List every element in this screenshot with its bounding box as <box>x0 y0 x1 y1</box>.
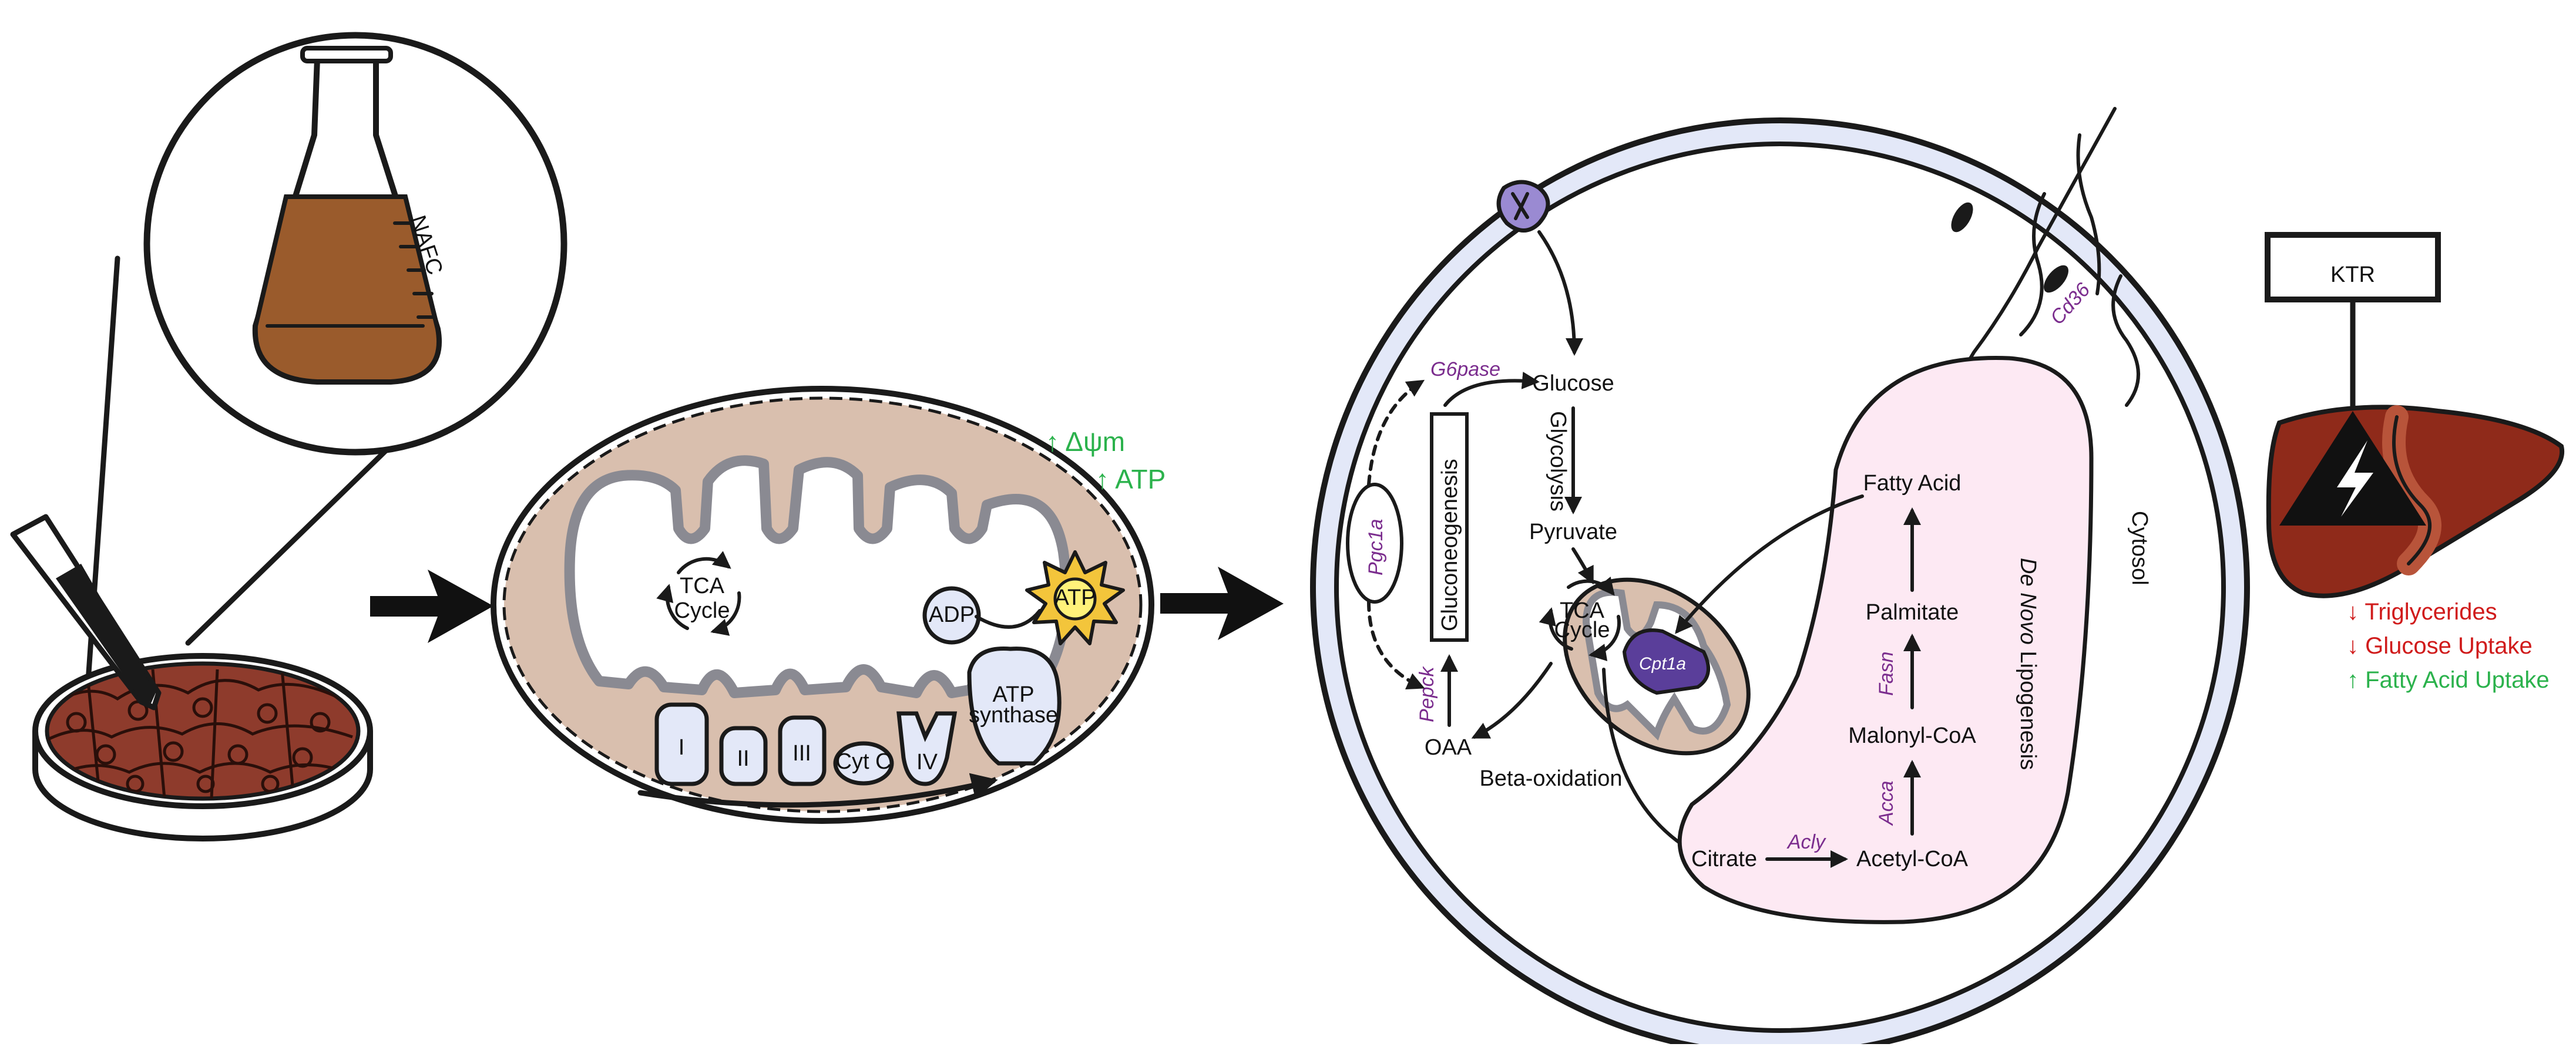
ktr-sign <box>2265 232 2441 302</box>
citrate-label: Citrate <box>1691 847 1757 871</box>
g6pase-label: G6pase <box>1430 358 1500 381</box>
cyt-c <box>833 741 894 786</box>
pgc1a-node <box>1346 483 1403 604</box>
culture-panel: NAFC <box>10 32 567 841</box>
complex-iv-label: IV <box>916 750 938 775</box>
pyruvate-label: Pyruvate <box>1529 520 1617 544</box>
fatty-acid-label: Fatty Acid <box>1863 471 1962 496</box>
cell-tca-label-1: TCA <box>1560 598 1605 623</box>
arrow-right-icon <box>1160 567 1284 640</box>
malonyl-coa-label: Malonyl-CoA <box>1848 723 1976 748</box>
palmitate-label: Palmitate <box>1866 600 1959 625</box>
glucose-import-arrow <box>1537 230 1583 356</box>
adp-atp-link <box>975 609 1042 629</box>
pepck-label: Pepck <box>1416 666 1438 722</box>
liver-panel: KTR ↓ Triglycerides ↓ Glucose Uptake ↑ F… <box>2265 232 2565 693</box>
adp-label: ADP <box>929 602 975 627</box>
cell-tca-label-2: Cycle <box>1554 618 1610 642</box>
cpt1a-label: Cpt1a <box>1639 654 1686 674</box>
hepatocyte-panel: Cd36 Glucose Glycolysis Pyruvate Glucone… <box>1310 107 2250 1047</box>
lipogenesis-label-italic: De Novo <box>2016 558 2040 645</box>
acetyl-coa-label: Acetyl-CoA <box>1856 847 1969 871</box>
acly-label: Acly <box>1786 831 1826 853</box>
flask-zoom-circle: NAFC <box>143 32 567 456</box>
atp-label: ATP <box>1054 585 1096 610</box>
complex-iii <box>778 715 827 786</box>
gng-to-glucose-arrow <box>1443 371 1540 407</box>
lightning-icon <box>2337 440 2373 517</box>
complex-iii-label: III <box>792 741 811 766</box>
acca-label: Acca <box>1875 780 1897 826</box>
mito-effect-atp: ↑ ATP <box>1096 464 1166 494</box>
atp-star-icon <box>1025 550 1125 645</box>
adp-node <box>922 586 981 645</box>
pgc1a-g6pase-arrow <box>1367 379 1425 486</box>
pipette-icon <box>10 514 162 711</box>
lipogenesis-label-rest: Lipogenesis <box>2016 645 2040 770</box>
lipogenesis-region <box>1677 356 2094 924</box>
fasn-label: Fasn <box>1875 651 1897 696</box>
flask-icon <box>252 46 442 385</box>
complex-iv <box>896 711 958 786</box>
tca-label-1: TCA <box>680 574 725 598</box>
complex-ii-label: II <box>737 746 749 771</box>
fatty-acid-to-cpt1a-arrow <box>1675 494 1864 634</box>
cytosol-label: Cytosol <box>2127 511 2152 585</box>
synthase-label-2: synthase <box>969 703 1058 728</box>
glycolysis-label: Glycolysis <box>1546 411 1570 511</box>
complex-i-label: I <box>679 735 685 760</box>
synthase-label-1: ATP <box>992 682 1034 707</box>
beta-oxidation-label: Beta-oxidation <box>1480 766 1623 791</box>
mito-effect-delta-psi: ↑ Δψm <box>1046 426 1125 457</box>
tca-to-oaa-arrow <box>1471 662 1553 739</box>
tca-cycle-icon: TCA Cycle <box>656 551 741 636</box>
pgc1a-label: Pgc1a <box>1365 519 1387 575</box>
atp-synthase <box>967 647 1062 766</box>
electron-flow-arrow <box>637 773 998 808</box>
cpt1a-node <box>1622 628 1710 695</box>
ktr-label: KTR <box>2330 262 2375 287</box>
petri-dish-icon <box>32 653 373 841</box>
complex-ii <box>719 726 768 786</box>
gluconeogenesis-box <box>1430 412 1469 642</box>
pyruvate-to-tca-arrow <box>1571 547 1594 585</box>
liver-effect-glucose-uptake: ↓ Glucose Uptake <box>2347 633 2533 659</box>
liver-effect-fatty-acid-uptake: ↑ Fatty Acid Uptake <box>2347 667 2550 693</box>
cell-pattern <box>47 669 353 799</box>
pgc1a-pepck-arrow <box>1367 600 1425 689</box>
gluconeogenesis-label: Gluconeogenesis <box>1438 459 1462 631</box>
glucose-transporter-icon <box>1496 180 1550 233</box>
mitochondrion-panel: TCA Cycle ADP ATP ATP synthase I II III … <box>491 386 1166 824</box>
liver-effect-triglycerides: ↓ Triglycerides <box>2347 599 2497 625</box>
arrow-right-icon <box>370 570 493 643</box>
glucose-label: Glucose <box>1532 371 1614 396</box>
complex-i <box>654 702 709 786</box>
tca-label-2: Cycle <box>674 598 730 623</box>
cyt-c-label: Cyt C <box>836 749 892 774</box>
oaa-label: OAA <box>1425 735 1472 760</box>
lipogenesis-label: De Novo Lipogenesis <box>2016 558 2040 770</box>
